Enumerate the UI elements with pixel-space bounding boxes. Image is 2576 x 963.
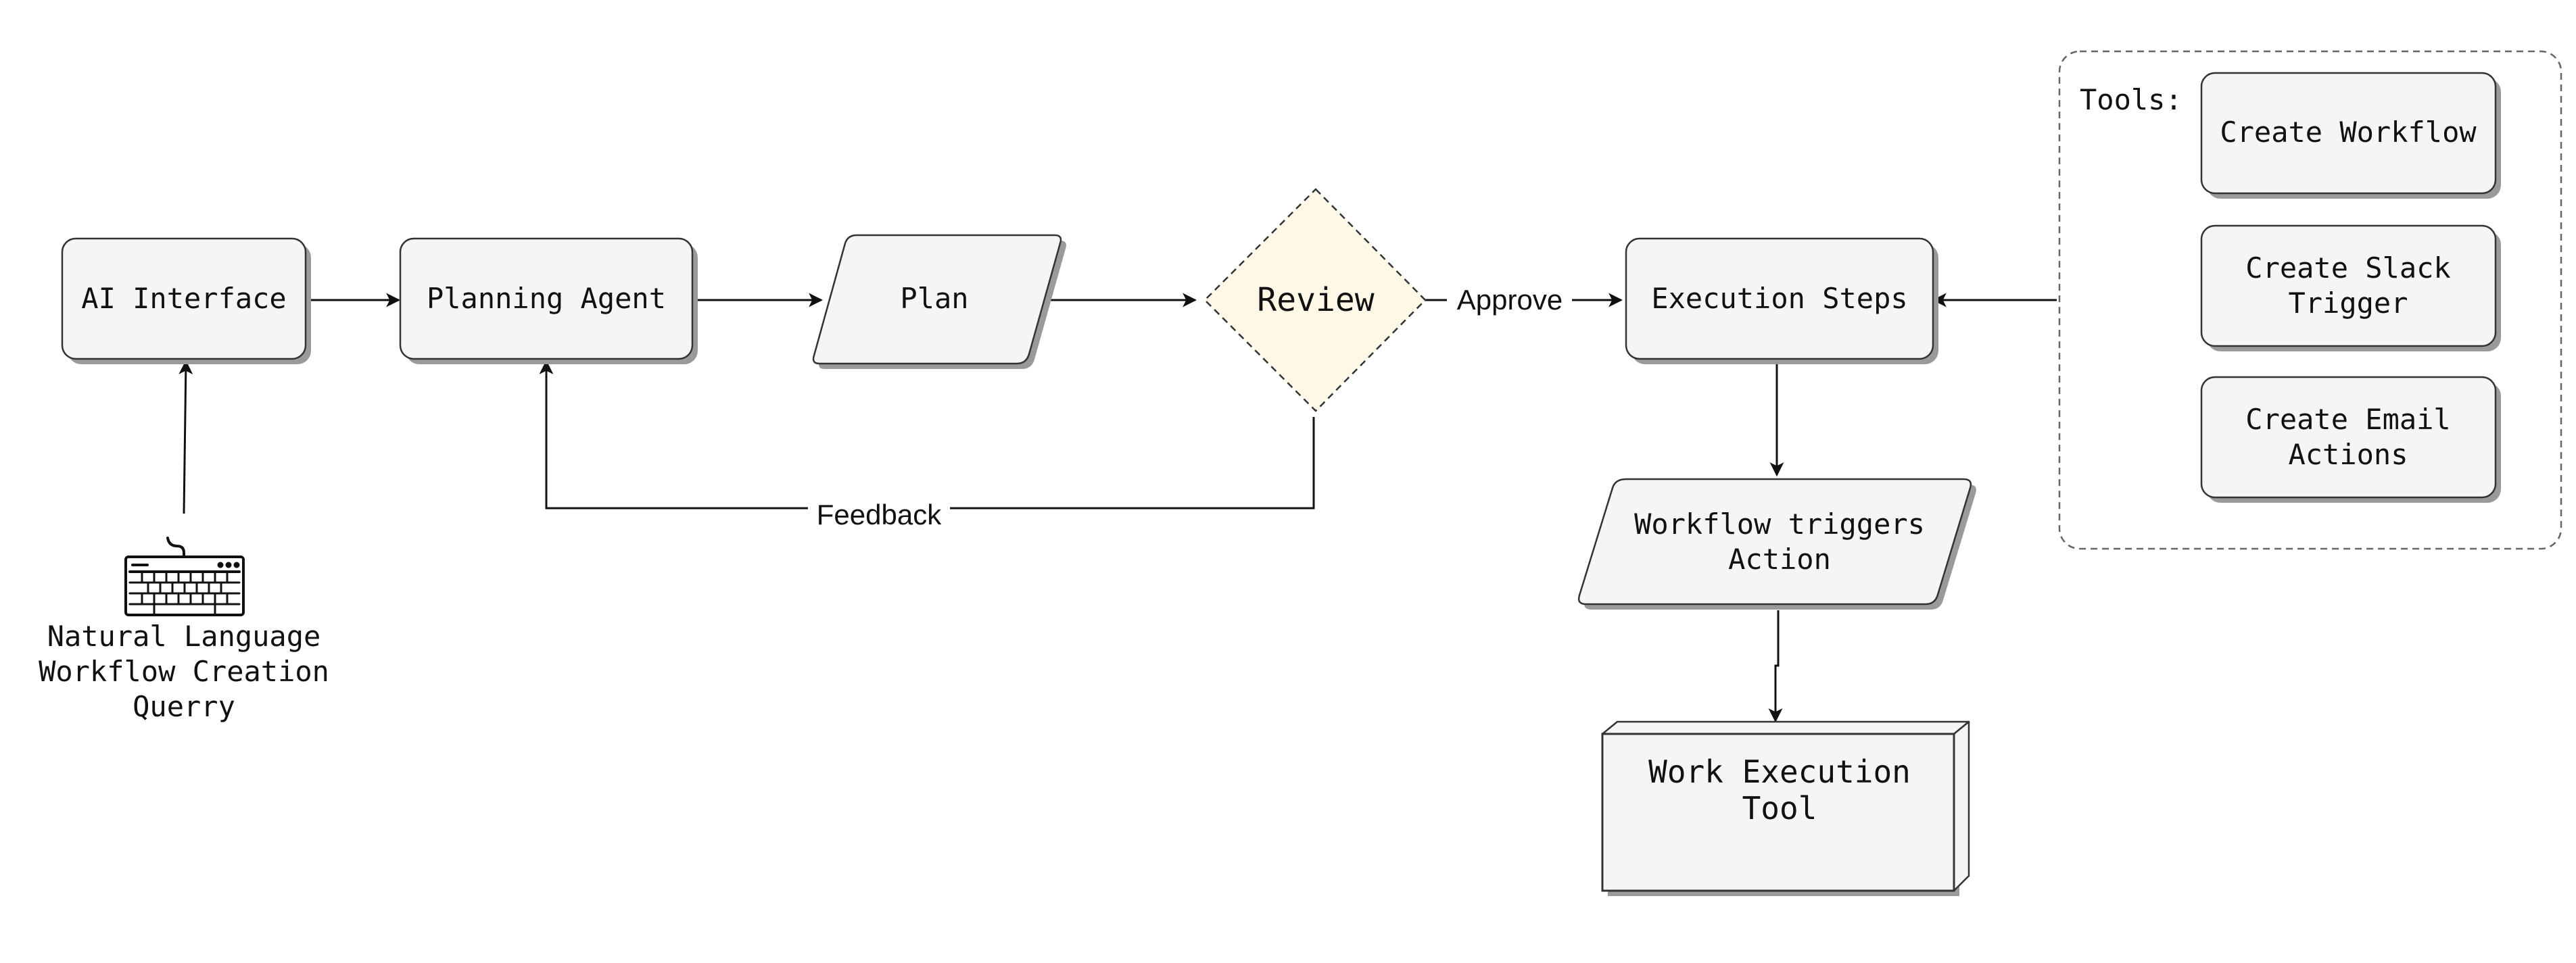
review-label: Review — [1257, 281, 1374, 319]
workflow-triggers-line1: Workflow triggers — [1634, 508, 1925, 541]
tool-create-email-line2: Actions — [2288, 438, 2408, 471]
tool-create-email-actions[interactable]: Create Email Actions — [2200, 376, 2501, 503]
tools-group: Tools: Create Workflow Create Slack Trig… — [2058, 50, 2562, 550]
tools-container — [2058, 50, 2562, 550]
workflow-triggers-node[interactable]: Workflow triggers Action — [1577, 478, 1976, 610]
query-label-line3: Querry — [133, 690, 235, 723]
tool-create-slack-line1: Create Slack — [2245, 251, 2450, 285]
natural-language-query: Natural Language Workflow Creation Querr… — [39, 537, 329, 723]
query-label-line2: Workflow Creation — [39, 655, 329, 688]
ai-interface-label: AI Interface — [81, 282, 286, 315]
plan-label: Plan — [900, 282, 968, 315]
approve-label-bg — [1447, 282, 1572, 316]
execution-steps-label: Execution Steps — [1651, 282, 1907, 315]
work-execution-tool-node[interactable]: Work Execution Tool — [1601, 720, 1970, 896]
edge-triggers-to-tool — [1768, 610, 1783, 723]
keyboard-icon — [124, 537, 245, 616]
review-node[interactable]: Review — [1203, 188, 1427, 412]
ai-interface-node[interactable]: AI Interface — [61, 237, 311, 364]
plan-node[interactable]: Plan — [812, 234, 1066, 369]
approve-label: Approve — [1457, 284, 1563, 316]
tools-label: Tools: — [2080, 83, 2183, 116]
feedback-label-bg — [808, 492, 950, 526]
work-execution-tool-line2: Tool — [1742, 790, 1817, 826]
query-label-line1: Natural Language — [47, 620, 321, 653]
edge-query-to-ai — [178, 360, 193, 514]
tool-create-workflow-label: Create Workflow — [2220, 116, 2477, 149]
edge-review-feedback — [539, 360, 1315, 510]
planning-agent-label: Planning Agent — [427, 282, 666, 315]
work-execution-tool-line1: Work Execution — [1648, 754, 1911, 790]
tool-create-slack-trigger[interactable]: Create Slack Trigger — [2200, 224, 2501, 351]
execution-steps-node[interactable]: Execution Steps — [1625, 237, 1938, 364]
tool-create-email-line1: Create Email — [2245, 403, 2450, 436]
workflow-triggers-line2: Action — [1728, 543, 1831, 576]
tool-create-slack-line2: Trigger — [2288, 287, 2408, 320]
feedback-label: Feedback — [817, 499, 942, 530]
tool-create-workflow[interactable]: Create Workflow — [2200, 72, 2501, 199]
planning-agent-node[interactable]: Planning Agent — [399, 237, 698, 364]
